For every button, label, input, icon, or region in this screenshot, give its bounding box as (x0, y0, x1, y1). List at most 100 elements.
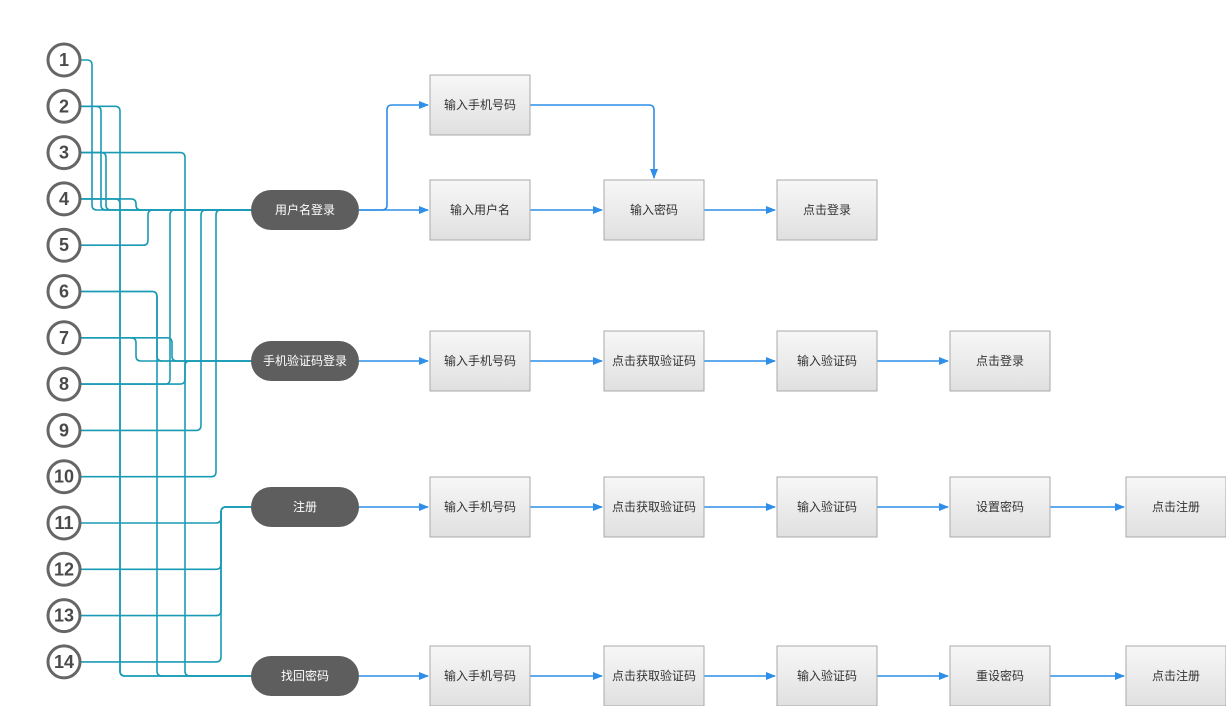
step-box-frame (603, 179, 705, 241)
number-node: 12 (46, 551, 82, 587)
number-node: 1 (46, 42, 82, 78)
step-box: 点击获取验证码 (603, 330, 705, 392)
number-node: 9 (46, 412, 82, 448)
flow-start-pill (251, 656, 359, 696)
number-circle (46, 505, 82, 541)
step-label: 输入密码 (630, 202, 678, 217)
step-label: 点击注册 (1152, 668, 1200, 683)
step-label: 点击登录 (976, 353, 1024, 368)
step-label: 输入手机号码 (444, 668, 516, 683)
flow-start-pill (251, 487, 359, 527)
number-circle (46, 227, 82, 263)
step-box: 输入用户名 (429, 179, 531, 241)
step-box-frame (603, 645, 705, 706)
number-node: 6 (46, 274, 82, 309)
step-label: 输入手机号码 (444, 499, 516, 514)
connector-line (80, 337, 261, 362)
number-label: 7 (59, 328, 69, 348)
connector-line (80, 105, 261, 677)
number-node: 14 (46, 644, 82, 680)
connector-line (80, 506, 261, 663)
flow-start-label: 找回密码 (281, 668, 329, 683)
number-circle (46, 412, 82, 448)
number-node: 8 (46, 366, 82, 402)
number-circle (46, 366, 82, 402)
step-label: 输入手机号码 (444, 97, 516, 112)
number-label: 12 (54, 559, 74, 579)
step-box: 输入验证码 (776, 330, 878, 392)
step-box-frame (1125, 645, 1226, 706)
number-node: 7 (46, 320, 82, 356)
number-label: 4 (59, 189, 69, 209)
connector-line (80, 105, 261, 211)
number-node: 13 (46, 598, 82, 634)
flow-arrows (359, 101, 1125, 680)
number-label: 3 (59, 143, 69, 163)
number-circle (46, 551, 82, 587)
step-box-frame (776, 645, 878, 706)
flow-start-node: 找回密码 (251, 656, 359, 696)
number-label: 11 (54, 513, 73, 533)
number-circle (46, 459, 82, 495)
flow-start-pill (251, 341, 359, 381)
connector-line (80, 198, 261, 211)
step-box-frame (949, 645, 1051, 706)
step-box-frame (1125, 476, 1226, 538)
number-circle (46, 320, 82, 356)
flow-arrow (359, 101, 429, 211)
step-box-frame (429, 645, 531, 706)
number-node: 11 (46, 505, 82, 541)
number-label: 6 (59, 282, 69, 302)
step-box: 点击登录 (776, 179, 878, 241)
number-node: 2 (46, 88, 82, 124)
step-box: 输入手机号码 (429, 330, 531, 392)
step-box-frame (429, 476, 531, 538)
step-box: 输入验证码 (776, 476, 878, 538)
flow-start-node: 手机验证码登录 (251, 341, 359, 381)
step-box: 设置密码 (949, 476, 1051, 538)
step-box: 输入验证码 (776, 645, 878, 706)
step-box: 点击注册 (1125, 476, 1226, 538)
connector-line (80, 506, 261, 524)
step-box: 点击登录 (949, 330, 1051, 392)
number-node: 3 (46, 135, 82, 171)
number-node: 10 (46, 459, 82, 495)
step-box-frame (429, 74, 531, 136)
step-box: 点击获取验证码 (603, 645, 705, 706)
connector-lines (80, 59, 261, 677)
step-label: 输入用户名 (450, 202, 510, 217)
step-label: 点击获取验证码 (612, 668, 696, 683)
step-box-frame (603, 476, 705, 538)
connector-line (80, 198, 261, 677)
step-boxes: 输入用户名输入密码点击登录输入手机号码输入手机号码点击获取验证码输入验证码点击登… (429, 74, 1226, 706)
number-node: 5 (46, 227, 82, 263)
number-label: 1 (59, 50, 69, 70)
step-label: 点击获取验证码 (612, 499, 696, 514)
step-label: 重设密码 (976, 668, 1024, 683)
flow-start-label: 用户名登录 (275, 202, 335, 217)
step-label: 点击注册 (1152, 499, 1200, 514)
connector-line (80, 59, 261, 211)
step-box-frame (776, 476, 878, 538)
step-box-frame (429, 179, 531, 241)
flow-start-label: 手机验证码登录 (263, 353, 347, 368)
flow-start-node: 用户名登录 (251, 190, 359, 230)
step-box: 输入手机号码 (429, 645, 531, 706)
step-label: 点击登录 (803, 202, 851, 217)
step-box: 输入手机号码 (429, 74, 531, 136)
number-label: 2 (59, 96, 69, 116)
number-label: 13 (54, 606, 74, 626)
step-label: 输入验证码 (797, 499, 857, 514)
step-box: 输入手机号码 (429, 476, 531, 538)
number-circle (46, 644, 82, 680)
step-label: 设置密码 (976, 499, 1024, 514)
number-circle (46, 88, 82, 124)
connector-line (80, 151, 261, 211)
step-box: 输入密码 (603, 179, 705, 241)
step-label: 输入验证码 (797, 668, 857, 683)
flow-start-pill (251, 190, 359, 230)
number-circle (46, 274, 82, 309)
flow-start-node: 注册 (251, 487, 359, 527)
